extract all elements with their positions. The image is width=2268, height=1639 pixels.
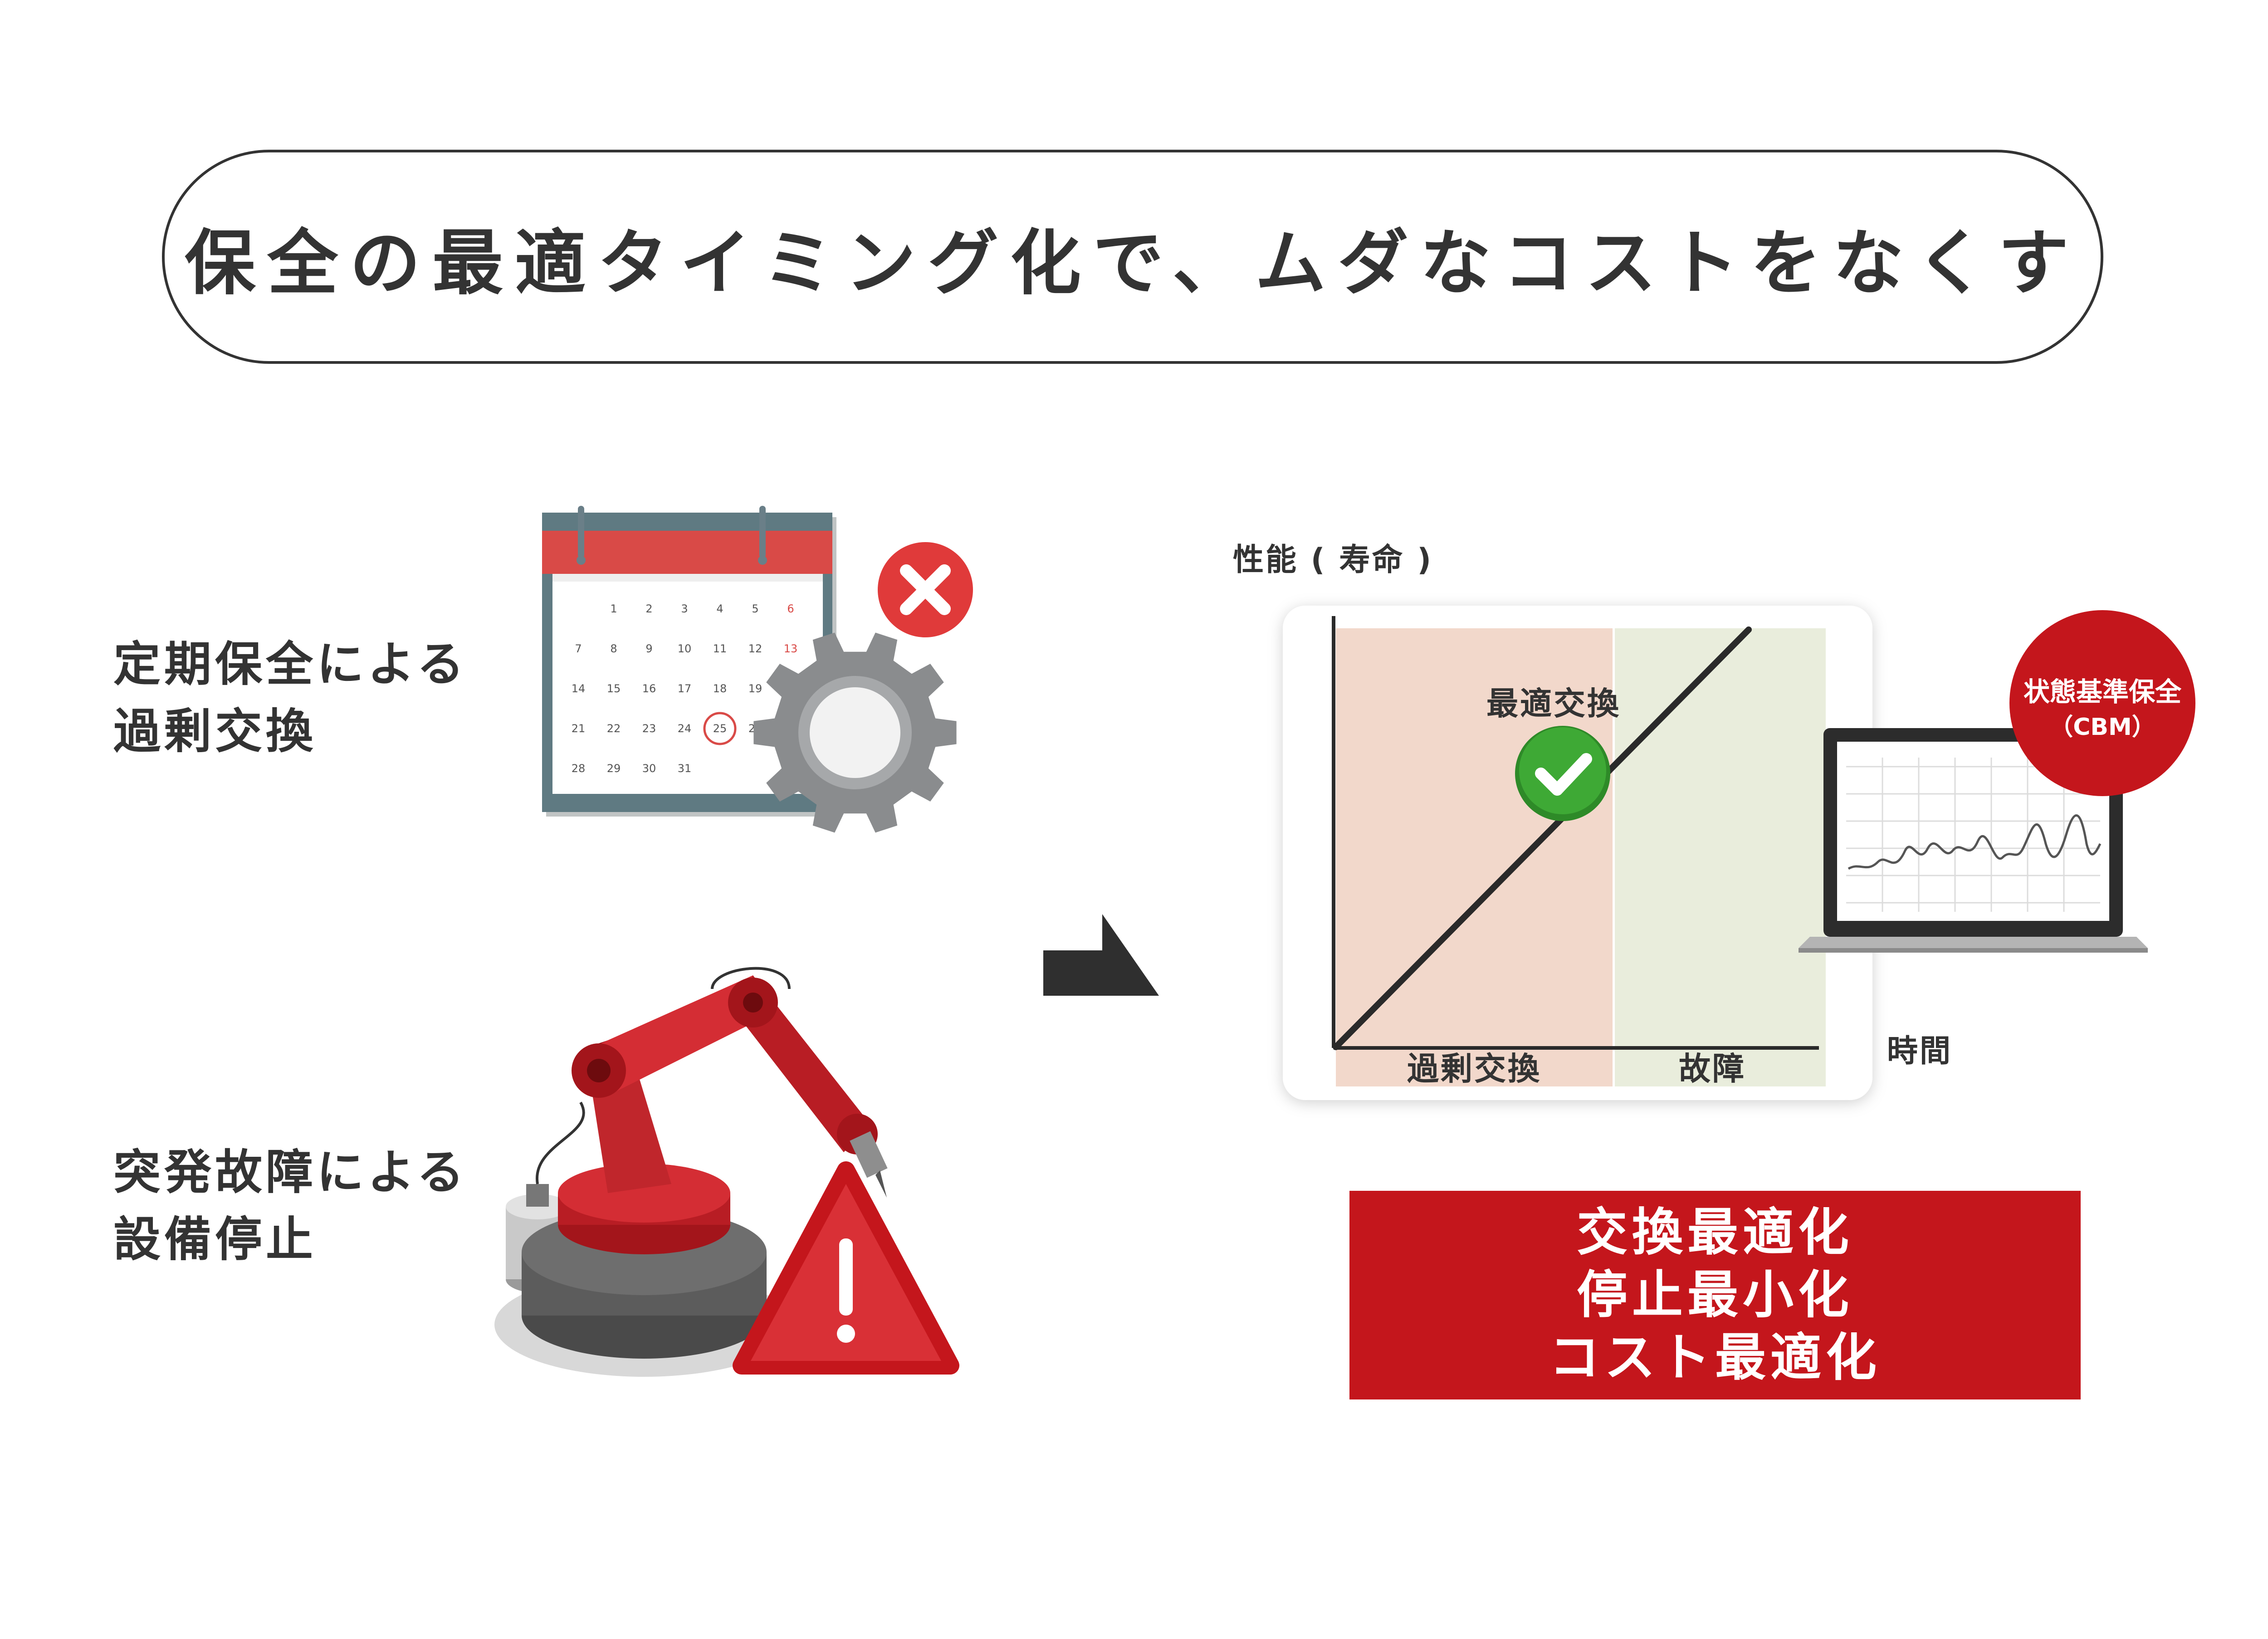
optimal-label: 最適交換 xyxy=(1486,685,1621,722)
calendar-day: 18 xyxy=(713,682,727,695)
failure-zone xyxy=(1615,628,1826,1086)
x-axis-label: 時間 xyxy=(1887,1033,1952,1069)
calendar-day: 30 xyxy=(642,762,656,775)
overstock-zone xyxy=(1336,628,1613,1086)
zone-label-failure: 故障 xyxy=(1679,1050,1746,1087)
breakdown-label-line1: 突発故障による xyxy=(113,1145,468,1200)
calendar-days: 1234567891011121314151617181920212223242… xyxy=(572,602,798,775)
calendar-day: 25 xyxy=(713,722,727,735)
result-line-2: 停止最小化 xyxy=(1577,1266,1853,1325)
scheduled-maintenance-label: 定期保全による 過剰交換 xyxy=(113,631,468,765)
calendar-day: 28 xyxy=(572,762,586,775)
scheduled-label-line1: 定期保全による xyxy=(113,636,468,692)
calendar-day: 1 xyxy=(610,602,617,615)
calendar-group: 1234567891011121314151617181920212223242… xyxy=(542,506,973,833)
calendar-day: 14 xyxy=(572,682,586,695)
calendar-day: 23 xyxy=(642,722,656,735)
lifecycle-chart: 性能 ( 寿命 ) 過剰交換 故障 最適交換 時間 xyxy=(1233,542,1952,1100)
calendar-icon: 1234567891011121314151617181920212223242… xyxy=(542,506,836,817)
result-line-3: コスト最適化 xyxy=(1549,1328,1881,1387)
calendar-day: 6 xyxy=(787,602,794,615)
laptop-group: 状態基準保全 （CBM） xyxy=(1799,610,2195,953)
calendar-day: 8 xyxy=(610,642,617,655)
calendar-day: 9 xyxy=(645,642,652,655)
arrow-right-icon xyxy=(1043,914,1159,996)
calendar-day-circle xyxy=(703,712,737,745)
breakdown-label-line2: 設備停止 xyxy=(113,1212,317,1267)
robot-arm-icon xyxy=(494,967,888,1377)
y-axis-label: 性能 ( 寿命 ) xyxy=(1233,542,1433,578)
cbm-badge: 状態基準保全 （CBM） xyxy=(2009,610,2195,796)
warning-icon xyxy=(733,1161,959,1375)
calendar-day: 3 xyxy=(681,602,688,615)
close-icon xyxy=(878,542,973,637)
result-line-1: 交換最適化 xyxy=(1577,1203,1853,1262)
calendar-day: 10 xyxy=(678,642,692,655)
title-banner: 保全の最適タイミング化で、ムダなコストをなくす xyxy=(162,150,2103,364)
check-icon xyxy=(1515,726,1610,821)
calendar-day: 2 xyxy=(645,602,652,615)
calendar-day: 24 xyxy=(678,722,692,735)
calendar-day: 21 xyxy=(572,722,586,735)
cbm-badge-line2: （CBM） xyxy=(2049,714,2156,741)
performance-line xyxy=(1333,626,1752,1050)
result-box: 交換最適化 停止最小化 コスト最適化 xyxy=(1349,1191,2081,1399)
gear-icon xyxy=(753,632,957,833)
calendar-day: 11 xyxy=(713,642,727,655)
calendar-day: 4 xyxy=(716,602,723,615)
cbm-badge-line1: 状態基準保全 xyxy=(2024,676,2182,707)
robot-group xyxy=(494,967,959,1377)
laptop-icon xyxy=(1799,728,2148,953)
calendar-day: 5 xyxy=(752,602,758,615)
calendar-day: 15 xyxy=(607,682,621,695)
calendar-day: 13 xyxy=(784,642,798,655)
breakdown-label: 突発故障による 設備停止 xyxy=(113,1139,468,1273)
calendar-day: 12 xyxy=(748,642,763,655)
calendar-day: 22 xyxy=(607,722,621,735)
page-title: 保全の最適タイミング化で、ムダなコストをなくす xyxy=(185,222,2081,304)
calendar-day: 31 xyxy=(678,762,692,775)
calendar-day: 29 xyxy=(607,762,621,775)
calendar-day: 7 xyxy=(575,642,582,655)
calendar-day: 19 xyxy=(748,682,763,695)
calendar-day: 16 xyxy=(642,682,656,695)
zone-label-overstock: 過剰交換 xyxy=(1407,1050,1541,1087)
scheduled-label-line2: 過剰交換 xyxy=(113,704,317,759)
calendar-day: 17 xyxy=(678,682,692,695)
